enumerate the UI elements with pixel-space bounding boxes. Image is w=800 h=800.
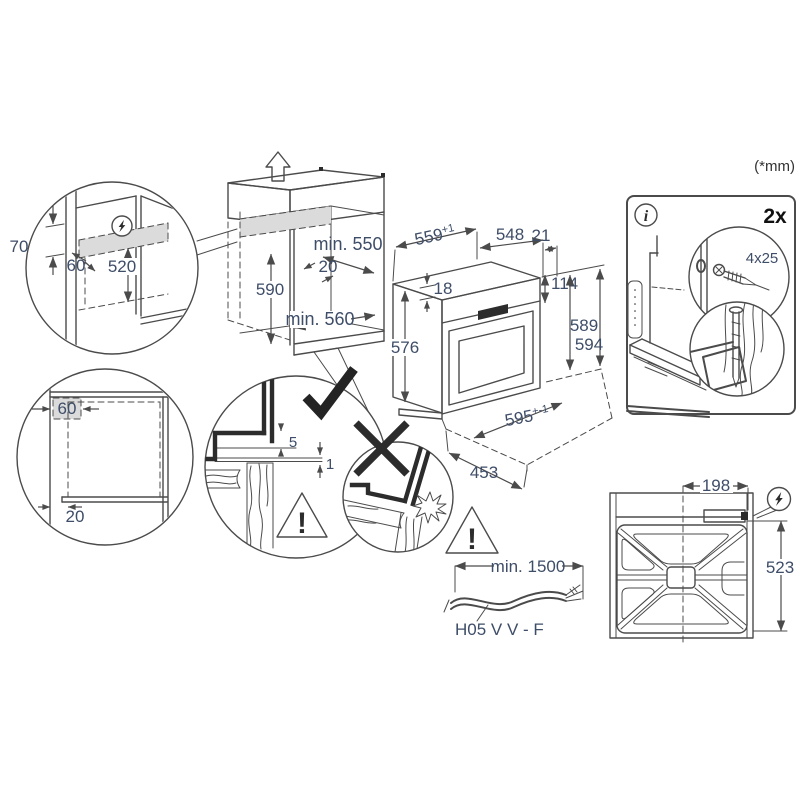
dim-60-corner: 60 — [58, 399, 77, 418]
mount-cross-section — [205, 376, 323, 550]
dim-595: 595+-1 — [473, 402, 563, 439]
svg-text:520: 520 — [108, 257, 136, 276]
svg-text:548: 548 — [496, 225, 524, 244]
svg-text:18: 18 — [434, 279, 453, 298]
junction-box — [703, 509, 746, 523]
info-icon: i — [634, 203, 658, 227]
svg-text:589: 589 — [570, 316, 598, 335]
svg-text:i: i — [644, 208, 649, 225]
dim-21: 21 — [532, 226, 558, 278]
svg-text:20: 20 — [66, 507, 85, 526]
rear-panel-ribs — [616, 528, 748, 630]
dim-548: 548 — [479, 225, 544, 251]
spark-icon — [412, 491, 447, 524]
power-cable-icon — [443, 584, 584, 622]
svg-text:5: 5 — [289, 434, 297, 451]
dim-5: 5 — [277, 423, 297, 457]
svg-text:595+-1: 595+-1 — [503, 403, 550, 430]
dim-559: 559+1 — [392, 222, 478, 282]
dim-589-594: 589 594 — [541, 264, 605, 371]
svg-text:min. 550: min. 550 — [313, 234, 382, 254]
detail-circle-rear-clearance: 60 20 — [16, 368, 194, 546]
svg-text:min. 560: min. 560 — [285, 309, 354, 329]
screw-quantity: 2x — [763, 205, 787, 228]
screw-in-wood-drawing — [690, 302, 764, 396]
dim-1: 1 — [316, 442, 334, 478]
svg-text:70: 70 — [10, 237, 29, 256]
units-note: (*mm) — [754, 158, 795, 175]
dim-453: 453 — [445, 430, 528, 490]
svg-text:453: 453 — [470, 463, 498, 482]
svg-text:60: 60 — [67, 256, 86, 275]
svg-text:114: 114 — [551, 274, 578, 293]
dim-523: 523 — [746, 520, 797, 632]
screw-detail-circle: 4x25 — [688, 226, 790, 328]
svg-text:1: 1 — [326, 456, 334, 473]
dim-20-back: 20 — [303, 257, 338, 283]
svg-text:576: 576 — [391, 338, 419, 357]
screw-in-wood-circle — [689, 301, 785, 397]
dim-590: 590 — [254, 253, 287, 345]
dim-520: 520 — [106, 247, 140, 303]
detail-circle-mounting-wrong — [342, 441, 454, 553]
warning-icon: ! — [276, 492, 328, 540]
svg-text:594: 594 — [575, 335, 603, 354]
oven-display — [478, 304, 508, 320]
dim-min-560: min. 560 — [285, 309, 376, 331]
dim-114: 114 — [540, 274, 578, 304]
detail-circle-mounting-ok: 5 1 ! — [204, 375, 388, 559]
dim-576: 576 — [388, 290, 422, 403]
lightning-bolt-icon — [111, 215, 133, 237]
svg-text:!: ! — [467, 523, 477, 556]
oven-door-window — [458, 325, 525, 394]
svg-text:min. 1500: min. 1500 — [491, 557, 566, 576]
dim-18: 18 — [419, 273, 453, 312]
leader-lines-electrical — [196, 228, 238, 256]
dim-198: 198 — [682, 476, 749, 511]
cable-type-label: H05 V V - F — [455, 620, 544, 639]
svg-text:523: 523 — [766, 558, 794, 577]
dim-20-bottom: 20 — [38, 503, 85, 526]
oven-rear-view: 198 523 — [609, 476, 797, 646]
warning-icon: ! — [445, 506, 499, 556]
check-icon — [302, 366, 358, 421]
screws-info-box: i 2x — [626, 195, 796, 418]
svg-text:198: 198 — [702, 476, 730, 495]
cabinet-drawing: min. 550 20 590 min. 560 — [227, 151, 385, 420]
detail-circle-electrical-zone: 70 60 520 — [10, 181, 199, 355]
dim-70: 70 — [10, 206, 65, 275]
up-arrow-icon — [265, 151, 291, 182]
svg-text:!: ! — [297, 507, 307, 540]
svg-text:590: 590 — [256, 280, 284, 299]
dim-60-top: 60 — [67, 252, 96, 275]
svg-text:559+1: 559+1 — [413, 222, 457, 249]
dim-min-1500: min. 1500 — [454, 557, 584, 600]
svg-text:20: 20 — [319, 257, 338, 276]
svg-text:21: 21 — [532, 226, 551, 245]
dim-min-550: min. 550 — [313, 234, 383, 274]
cable-section: ! min. 1500 H05 V V - F — [443, 506, 584, 639]
screw-spec: 4x25 — [746, 250, 779, 267]
cross-icon — [353, 420, 410, 477]
lightning-bolt-icon — [752, 486, 792, 519]
